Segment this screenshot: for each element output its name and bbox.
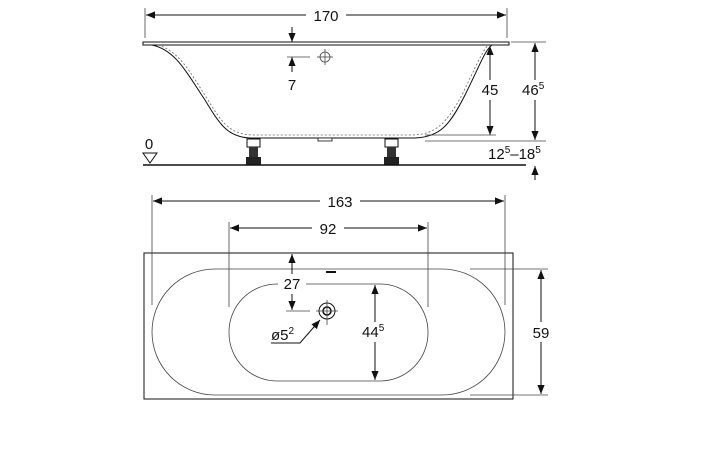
outer-width-label: 59 — [533, 325, 550, 342]
drain-icon — [316, 300, 338, 325]
foot-adjustment-range-label: 125–185 — [488, 145, 541, 163]
inner-depth-label: 45 — [482, 82, 499, 99]
drain-diameter-label: ø52 — [271, 326, 295, 344]
tub-foot-right — [384, 138, 399, 165]
tub-foot-left — [246, 138, 261, 165]
tub-body-outline — [151, 44, 493, 139]
tub-outer-rim — [143, 252, 514, 400]
tub-rim — [142, 41, 510, 46]
drain-offset-label: 27 — [284, 276, 301, 293]
inner-width-label: 445 — [362, 323, 385, 341]
overflow-offset-label: 7 — [288, 77, 296, 94]
inner-length-label: 92 — [320, 221, 337, 238]
top-view: 163 92 27 ø52 445 59 — [143, 191, 555, 400]
tub-inner-outline — [157, 44, 489, 136]
side-view: 170 0 7 45 — [142, 5, 552, 180]
overflow-crosshair-icon — [317, 49, 333, 65]
length-label: 170 — [313, 8, 338, 25]
tub-inner-basin — [228, 283, 429, 382]
floor-level-marker-icon — [142, 152, 158, 164]
outer-length-label: 163 — [327, 194, 352, 211]
drain-outlet — [317, 137, 333, 142]
tub-outer-basin — [151, 268, 506, 396]
total-height-label: 465 — [522, 81, 545, 99]
drain-diameter-leader — [271, 319, 321, 344]
floor-level-label: 0 — [145, 136, 153, 153]
